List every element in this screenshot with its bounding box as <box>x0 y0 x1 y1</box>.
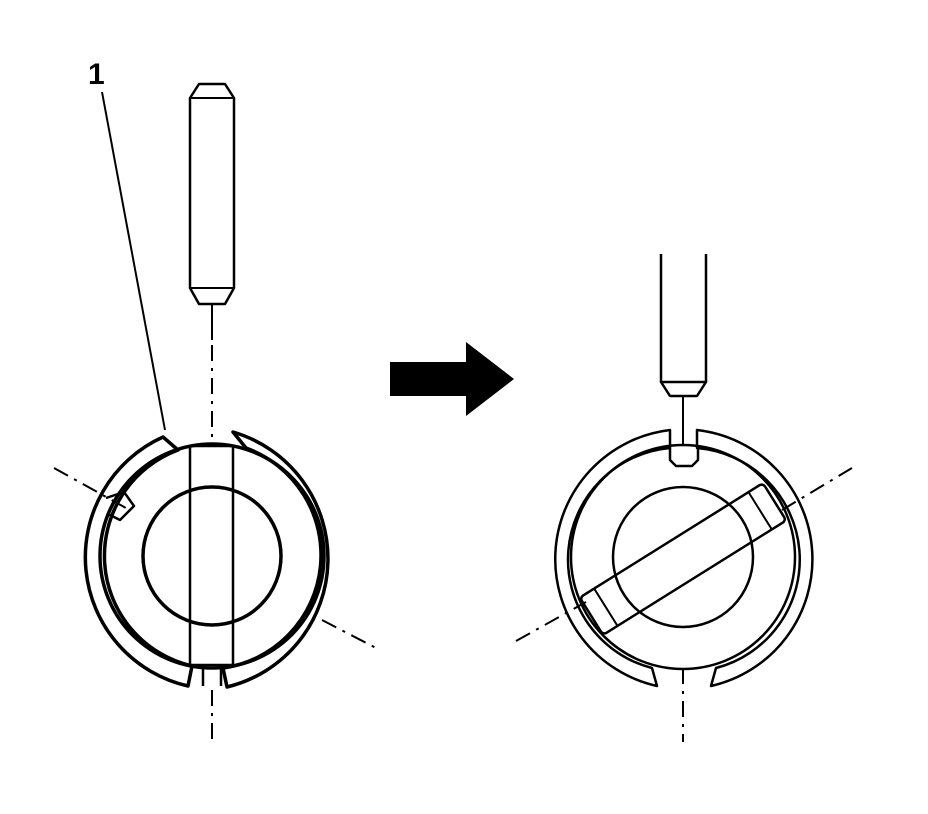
right-hub-outer-circle <box>569 443 797 671</box>
right-hub-bore <box>611 485 755 629</box>
right-rotated-pin <box>580 483 786 635</box>
left-split-ring-left-half <box>83 435 194 688</box>
right-assembly <box>515 254 853 742</box>
transition-arrow <box>390 342 514 416</box>
right-rotated-pin-right-cap <box>747 491 773 530</box>
right-hub-notch <box>668 448 700 468</box>
callout-leader-1 <box>101 91 166 431</box>
left-hub-bore <box>141 485 283 627</box>
callout-label-1: 1 <box>88 58 105 91</box>
punch-tool-body <box>188 82 236 306</box>
right-arrow-icon <box>390 342 514 416</box>
right-diagonal-centerline-lower <box>515 601 587 642</box>
left-ring-tab <box>105 490 136 522</box>
left-hub-outer-circle <box>98 442 326 670</box>
right-diagonal-centerline-upper <box>781 467 853 511</box>
right-split-ring-right-half <box>695 428 814 688</box>
right-rotated-pin-left-cap <box>593 588 619 627</box>
punch-tool-inserted <box>659 254 708 444</box>
punch-tool <box>188 82 236 340</box>
left-diagonal-centerline-lower <box>321 619 377 649</box>
right-rotated-pin-body <box>580 483 786 635</box>
punch-inserted-tip <box>659 380 708 398</box>
left-assembly: 1 <box>53 58 377 742</box>
left-split-ring-right-half <box>221 430 330 689</box>
